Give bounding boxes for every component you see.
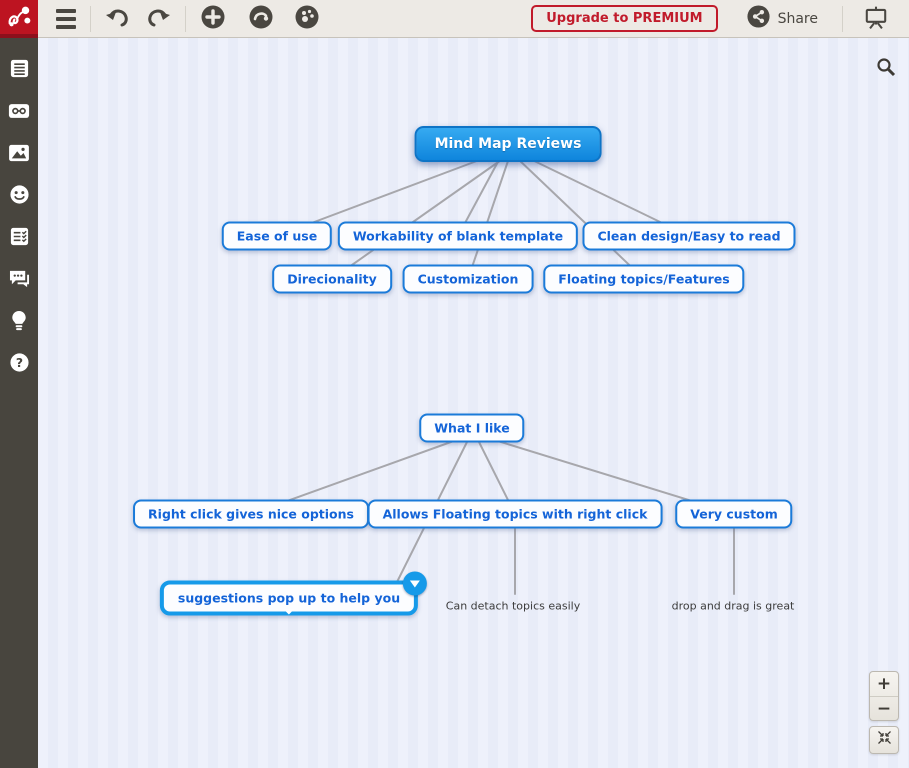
checklist-icon xyxy=(9,226,30,250)
mindmap-text-node[interactable]: drop and drag is great xyxy=(671,599,795,613)
mindmap-node[interactable]: Very custom xyxy=(675,499,793,529)
presentation-screen-icon xyxy=(863,5,889,33)
link-icon xyxy=(8,103,30,122)
zoom-in-button[interactable]: + xyxy=(870,672,898,696)
svg-text:?: ? xyxy=(15,355,22,370)
toolbar-separator xyxy=(842,5,843,32)
app-logo[interactable] xyxy=(0,0,38,38)
curved-arrow-circle-icon xyxy=(248,4,274,33)
mindmap-node[interactable]: Allows Floating topics with right click xyxy=(367,499,663,529)
share-button[interactable]: Share xyxy=(746,4,818,33)
mindmap-node[interactable]: What I like xyxy=(419,413,525,443)
redo-icon xyxy=(145,6,171,31)
notes-icon xyxy=(9,58,30,82)
help-icon: ? xyxy=(9,352,30,376)
link-panel-button[interactable] xyxy=(7,100,31,124)
mindmap-node[interactable]: Right click gives nice options xyxy=(133,499,369,529)
help-button[interactable]: ? xyxy=(7,352,31,376)
upgrade-premium-button[interactable]: Upgrade to PREMIUM xyxy=(531,5,718,32)
left-sidebar: ? xyxy=(0,38,38,768)
image-icon xyxy=(8,144,30,165)
mindmap-node[interactable]: Direcionality xyxy=(272,264,392,294)
mindmap-canvas[interactable]: Mind Map Reviews Ease of use Workability… xyxy=(38,38,909,768)
mindmap-node[interactable]: Clean design/Easy to read xyxy=(582,221,796,251)
emoji-panel-button[interactable] xyxy=(7,184,31,208)
mindmap-node[interactable]: Ease of use xyxy=(221,221,333,251)
plus-circle-icon xyxy=(200,4,226,33)
mindmap-node-selected[interactable]: suggestions pop up to help you xyxy=(159,571,428,616)
mindmap-node-root[interactable]: Mind Map Reviews xyxy=(414,126,602,162)
arrange-button[interactable] xyxy=(244,0,278,37)
mindmap-node[interactable]: Workability of blank template xyxy=(337,221,579,251)
share-label: Share xyxy=(777,10,818,27)
menu-button[interactable] xyxy=(52,5,80,33)
add-bubble-button[interactable] xyxy=(196,0,230,37)
comments-icon xyxy=(8,269,31,292)
chevron-down-icon xyxy=(410,580,421,593)
undo-icon xyxy=(105,6,131,31)
redo-button[interactable] xyxy=(141,2,175,35)
mindmap-text-node[interactable]: Can detach topics easily xyxy=(445,599,581,613)
fit-to-screen-button[interactable] xyxy=(870,727,898,753)
smiley-icon xyxy=(9,184,30,208)
tasks-panel-button[interactable] xyxy=(7,226,31,250)
notes-panel-button[interactable] xyxy=(7,58,31,82)
top-toolbar: Upgrade to PREMIUM Share xyxy=(0,0,909,38)
search-icon xyxy=(875,58,897,81)
comments-panel-button[interactable] xyxy=(7,268,31,292)
search-button[interactable] xyxy=(875,56,897,81)
toolbar-separator xyxy=(90,5,91,32)
lightbulb-icon xyxy=(10,310,28,335)
share-icon xyxy=(746,4,771,33)
image-panel-button[interactable] xyxy=(7,142,31,166)
presentation-button[interactable] xyxy=(859,1,893,37)
colors-button[interactable] xyxy=(290,0,324,37)
mindmap-node[interactable]: Customization xyxy=(402,264,534,294)
zoom-controls: + − xyxy=(869,671,899,754)
zoom-out-button[interactable]: − xyxy=(870,696,898,720)
mindmap-doodle-icon xyxy=(6,2,32,32)
palette-dots-circle-icon xyxy=(294,4,320,33)
mindmap-node[interactable]: Floating topics/Features xyxy=(543,264,745,294)
tips-panel-button[interactable] xyxy=(7,310,31,334)
fit-to-screen-icon xyxy=(877,729,892,751)
node-label: suggestions pop up to help you xyxy=(177,590,401,606)
node-options-badge[interactable] xyxy=(403,571,428,596)
toolbar-separator xyxy=(185,5,186,32)
undo-button[interactable] xyxy=(101,2,135,35)
